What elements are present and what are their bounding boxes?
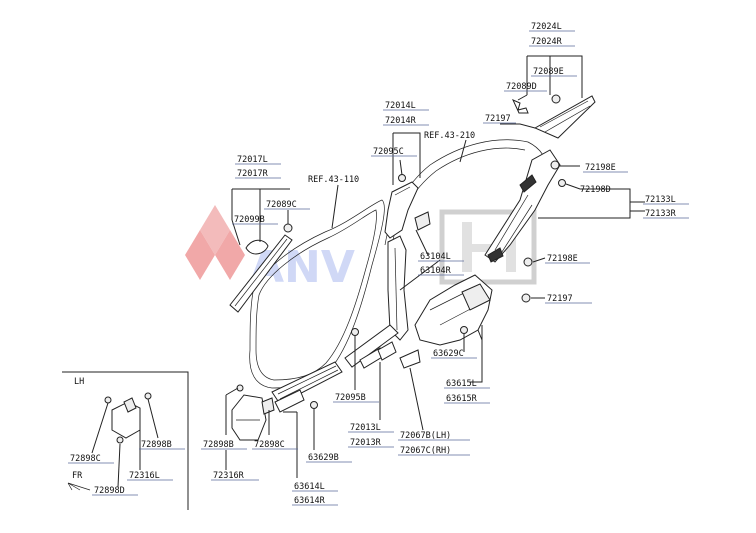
part-63104-b-pillar-lower xyxy=(387,235,409,341)
label-72898D: 72898D xyxy=(94,486,125,496)
part-labels: 72024L 72024R 72089E 72089D 72014L 72014… xyxy=(68,22,689,506)
weatherstrip-front xyxy=(249,199,385,389)
label-72017R: 72017R xyxy=(237,169,269,179)
label-72198E-upper: 72198E xyxy=(585,163,616,173)
logo-diamond-right xyxy=(215,230,245,280)
label-72198D: 72198D xyxy=(580,185,611,195)
part-72014-b-pillar-upper xyxy=(384,174,431,239)
clip-72198E-upper xyxy=(550,160,560,170)
label-72067B: 72067B(LH) xyxy=(400,431,451,441)
part-72024 xyxy=(512,94,596,139)
clip-72197 xyxy=(521,293,531,303)
label-63104L: 63104L xyxy=(420,252,451,262)
label-72024R: 72024R xyxy=(531,37,563,47)
label-63629B: 63629B xyxy=(308,453,339,463)
label-72095B: 72095B xyxy=(335,393,366,403)
clip-63629C xyxy=(460,326,468,334)
label-72316R: 72316R xyxy=(213,471,245,481)
label-72014L: 72014L xyxy=(385,101,416,111)
label-72197-top: 72197 xyxy=(485,114,511,124)
part-72017-a-pillar xyxy=(229,223,293,313)
fr-arrow-icon xyxy=(67,482,91,491)
clip-72089C xyxy=(283,223,293,233)
part-72013-scuff xyxy=(344,324,421,369)
label-72316L: 72316L xyxy=(129,471,160,481)
label-72013L: 72013L xyxy=(350,423,381,433)
label-fr-direction: FR xyxy=(72,471,83,481)
label-72024L: 72024L xyxy=(531,22,562,32)
label-63614R: 63614R xyxy=(294,496,326,506)
logo-h-outline xyxy=(439,209,537,285)
label-72198E-lower: 72198E xyxy=(547,254,578,264)
part-63614-front-scuff xyxy=(271,361,343,413)
label-72898C-inset: 72898C xyxy=(70,454,101,464)
logo-h-letter xyxy=(462,222,516,272)
part-72133-c-pillar xyxy=(484,149,566,303)
inset-lh xyxy=(62,371,189,510)
label-63615L: 63615L xyxy=(446,379,477,389)
label-ref-43-110: REF.43-110 xyxy=(308,175,359,185)
label-63615R: 63615R xyxy=(446,394,478,404)
label-72067C: 72067C(RH) xyxy=(400,446,451,456)
label-72014R: 72014R xyxy=(385,116,417,126)
label-72197-lower: 72197 xyxy=(547,294,573,304)
label-72898C-main: 72898C xyxy=(254,440,285,450)
label-72898B-main: 72898B xyxy=(203,440,234,450)
label-72017L: 72017L xyxy=(237,155,268,165)
label-72898B-inset: 72898B xyxy=(141,440,172,450)
leader-lines xyxy=(225,55,645,478)
label-ref-43-210: REF.43-210 xyxy=(424,131,475,141)
part-72316R-kick-panel xyxy=(231,384,275,441)
logo-diamond-left xyxy=(185,230,215,280)
label-72089E: 72089E xyxy=(533,67,564,77)
label-72013R: 72013R xyxy=(350,438,382,448)
label-72089C: 72089C xyxy=(266,200,297,210)
label-72089D: 72089D xyxy=(506,82,537,92)
label-72133R: 72133R xyxy=(645,209,677,219)
label-63629C: 63629C xyxy=(433,349,464,359)
part-63615-rear-lower-trim xyxy=(414,274,493,346)
label-72099B: 72099B xyxy=(234,215,265,225)
clip-72095B xyxy=(351,328,359,336)
clip-63629B xyxy=(310,401,318,409)
label-63104R: 63104R xyxy=(420,266,452,276)
label-72095C: 72095C xyxy=(373,147,404,157)
clip-72198E-lower xyxy=(523,257,533,267)
clip-72198D xyxy=(558,179,566,187)
label-72133L: 72133L xyxy=(645,195,676,205)
label-63614L: 63614L xyxy=(294,482,325,492)
inset-title: LH xyxy=(74,377,84,387)
clip-72089E xyxy=(551,94,561,104)
